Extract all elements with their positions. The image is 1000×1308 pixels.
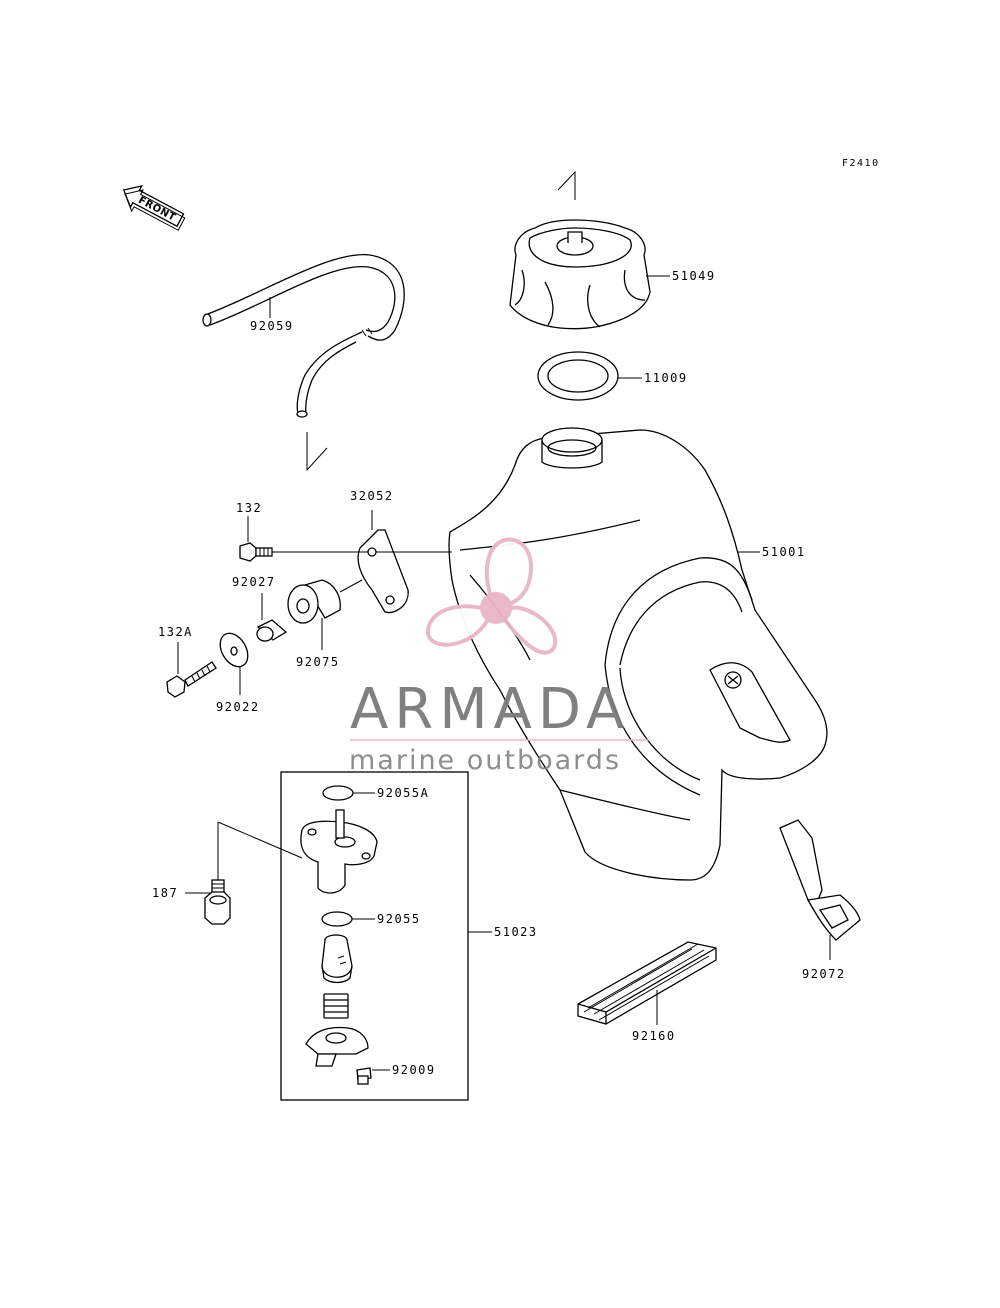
part-label-92059: 92059 [250, 319, 294, 333]
watermark-tagline: marine outboards [349, 745, 621, 776]
tank-pad [577, 941, 717, 1025]
fuel-cap [509, 219, 651, 330]
part-label-92075: 92075 [296, 655, 340, 669]
part-label-92055A: 92055A [377, 786, 429, 800]
fuel-tank [448, 427, 828, 881]
bolt-132a [166, 661, 217, 698]
watermark-logo: ARMADA marine outboards [349, 537, 650, 776]
part-label-132: 132 [236, 501, 262, 515]
part-label-187: 187 [152, 886, 178, 900]
part-label-92022: 92022 [216, 700, 260, 714]
bolt-187 [204, 879, 231, 925]
watermark-brand: ARMADA [350, 677, 630, 742]
collar-92027 [256, 619, 288, 642]
propeller-icon [425, 537, 558, 655]
part-label-92072: 92072 [802, 967, 846, 981]
o-ring-92055 [321, 911, 353, 927]
screw-92009 [356, 1067, 372, 1085]
figure-code: F2410 [842, 158, 880, 169]
part-label-11009: 11009 [644, 371, 688, 385]
fuel-cock-valve [321, 934, 353, 984]
cap-gasket [537, 351, 619, 401]
fuel-cock-assembly-box [280, 771, 469, 1101]
part-label-51023: 51023 [494, 925, 538, 939]
part-label-92027: 92027 [232, 575, 276, 589]
rubber-damper [287, 579, 341, 624]
part-label-92009: 92009 [392, 1063, 436, 1077]
part-label-32052: 32052 [350, 489, 394, 503]
part-label-92055: 92055 [377, 912, 421, 926]
valve-spring [323, 993, 349, 1019]
part-label-51001: 51001 [762, 545, 806, 559]
washer-92022 [219, 632, 249, 668]
rubber-strap [779, 819, 861, 941]
fuel-cock-body [300, 809, 378, 894]
front-arrow-icon: FRONT [122, 185, 186, 231]
part-label-132A: 132A [158, 625, 193, 639]
breather-hose [202, 254, 405, 418]
tank-bracket [357, 529, 409, 614]
fuel-cock-lever [305, 1026, 369, 1067]
part-label-92160: 92160 [632, 1029, 676, 1043]
bolt-132 [239, 542, 273, 562]
o-ring-92055a [322, 785, 354, 801]
part-label-51049: 51049 [672, 269, 716, 283]
